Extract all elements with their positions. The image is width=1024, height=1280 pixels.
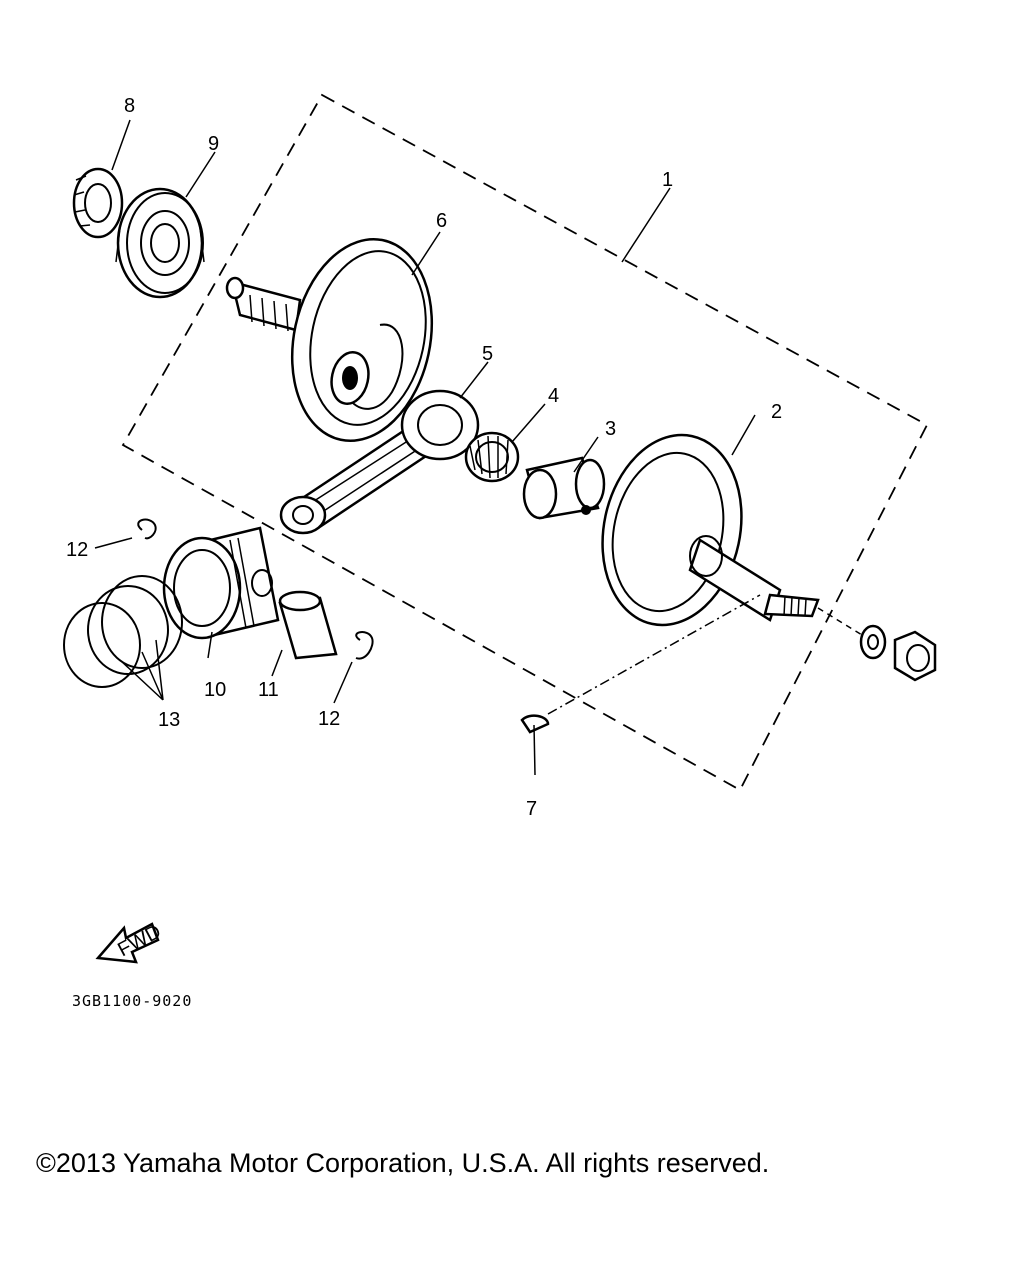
callout-1: 1 [662, 169, 673, 191]
callout-7: 7 [526, 798, 537, 820]
fwd-label: FWD [114, 921, 165, 962]
part-8-nut [72, 167, 124, 239]
callout-2: 2 [771, 401, 782, 423]
part-10-piston [162, 526, 280, 640]
callout-4: 4 [548, 385, 559, 407]
part-11-piston-pin [278, 590, 338, 660]
part-6-crank-left [225, 237, 434, 443]
callout-12-left: 12 [66, 539, 88, 561]
part-7-key [520, 714, 550, 734]
crank-nut [893, 630, 937, 682]
part-12-circlip-left [137, 518, 157, 540]
callout-3: 3 [605, 418, 616, 440]
part-9-bearing [115, 187, 205, 299]
callout-8: 8 [124, 95, 135, 117]
part-3-crank-pin [522, 456, 606, 520]
diagram-code: 3GB1100-9020 [72, 992, 192, 1010]
callout-10: 10 [204, 679, 226, 701]
callout-13: 13 [158, 709, 180, 731]
callout-5: 5 [482, 343, 493, 365]
assembly-boundary [121, 93, 929, 792]
part-5-connecting-rod [279, 389, 480, 535]
part-2-crank-right [601, 433, 820, 627]
callout-11: 11 [258, 679, 279, 701]
fwd-arrow-icon: FWD [95, 921, 165, 964]
crank-washer [859, 624, 887, 660]
part-12-circlip-right [355, 631, 374, 660]
part-13-piston-rings [63, 575, 183, 688]
callout-6: 6 [436, 210, 447, 232]
part-4-needle-bearing [464, 431, 520, 483]
copyright-notice: ©2013 Yamaha Motor Corporation, U.S.A. A… [36, 1148, 770, 1178]
callout-12-right: 12 [318, 708, 340, 730]
leader-lines [94, 119, 756, 776]
callout-labels: 1 2 3 4 5 6 7 8 9 10 11 12 12 13 [66, 95, 782, 820]
callout-9: 9 [208, 133, 219, 155]
